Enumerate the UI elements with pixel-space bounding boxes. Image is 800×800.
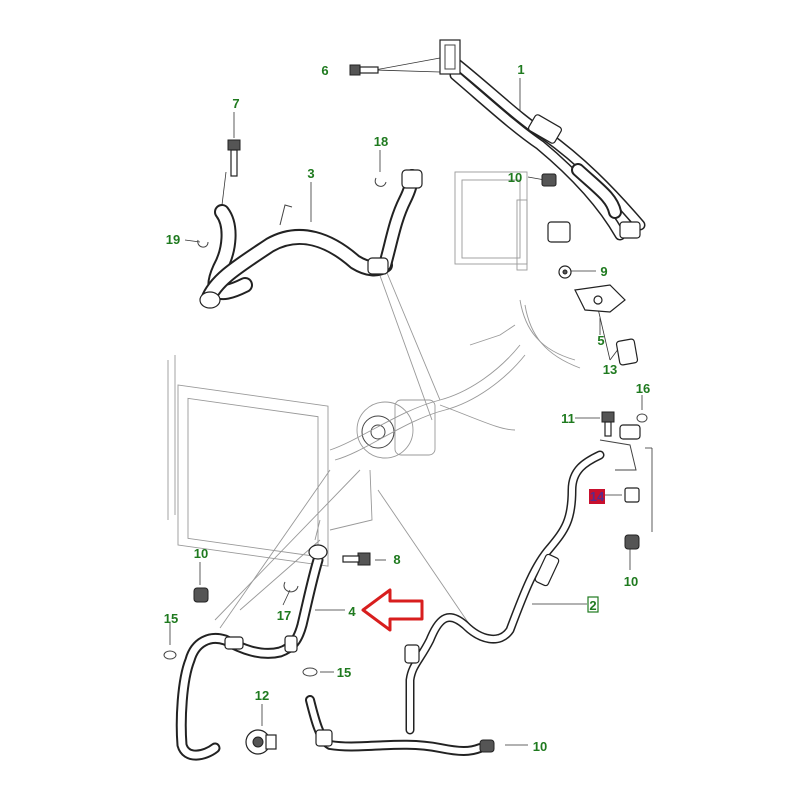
o-ring-part-15-lower <box>302 667 318 677</box>
callout-17: 17 <box>277 608 291 623</box>
bolt-part-8 <box>342 552 371 566</box>
callout-4: 4 <box>348 604 356 619</box>
nut-part-10-left <box>193 587 209 603</box>
callout-10-right: 10 <box>624 574 638 589</box>
hose-assembly-part-4 <box>175 544 328 761</box>
callout-3: 3 <box>307 166 314 181</box>
hose-assembly-part-2 <box>404 424 641 735</box>
red-arrow-icon <box>361 588 424 632</box>
o-ring-part-16 <box>636 413 648 423</box>
callout-box-part-2 <box>587 596 599 613</box>
clip-part-17 <box>283 581 299 593</box>
callout-10-left: 10 <box>194 546 208 561</box>
callout-5: 5 <box>597 333 604 348</box>
bolt-part-11 <box>601 411 615 437</box>
callout-7: 7 <box>232 96 239 111</box>
callout-2: 2 <box>589 598 596 613</box>
callout-15-left: 15 <box>164 611 178 626</box>
highlight-box-part-14 <box>589 489 605 504</box>
bolt-part-6 <box>349 64 379 76</box>
o-ring-part-15-left <box>163 650 177 660</box>
bracket-part-5 <box>574 284 626 313</box>
grommet-part-9 <box>558 265 572 279</box>
callout-6: 6 <box>321 63 328 78</box>
callout-1: 1 <box>517 62 524 77</box>
clip-part-18 <box>374 177 387 187</box>
hose-lower-suction <box>305 695 485 756</box>
callout-15-lower: 15 <box>337 665 351 680</box>
nut-part-10-upper <box>541 173 557 187</box>
callout-8: 8 <box>393 552 400 567</box>
compressor <box>356 399 436 459</box>
leader-lines <box>169 57 653 746</box>
callout-12: 12 <box>255 688 269 703</box>
callout-18: 18 <box>374 134 388 149</box>
callout-10-bottom: 10 <box>533 739 547 754</box>
nut-part-10-right <box>624 534 640 550</box>
sensor-part-13 <box>615 338 639 366</box>
bolt-part-7 <box>227 139 241 177</box>
callout-14: 14 <box>590 489 605 504</box>
callout-16: 16 <box>636 381 650 396</box>
callout-11: 11 <box>561 411 575 426</box>
callout-10-upper: 10 <box>508 170 522 185</box>
condenser-outline <box>167 355 329 567</box>
callout-labels: 1 2 3 4 5 6 7 8 9 10 10 10 10 11 12 13 1… <box>164 62 650 754</box>
callout-19: 19 <box>166 232 180 247</box>
hose-assembly-part-3 <box>199 169 423 309</box>
evaporator-outline <box>454 171 528 271</box>
callout-9: 9 <box>600 264 607 279</box>
nut-part-10-bottom <box>479 739 495 753</box>
clip-part-19 <box>197 239 209 248</box>
routing-ghost-lines <box>314 299 581 541</box>
hose-assembly-part-1 <box>439 39 646 243</box>
callout-13: 13 <box>603 362 617 377</box>
valve-part-12 <box>245 729 277 755</box>
